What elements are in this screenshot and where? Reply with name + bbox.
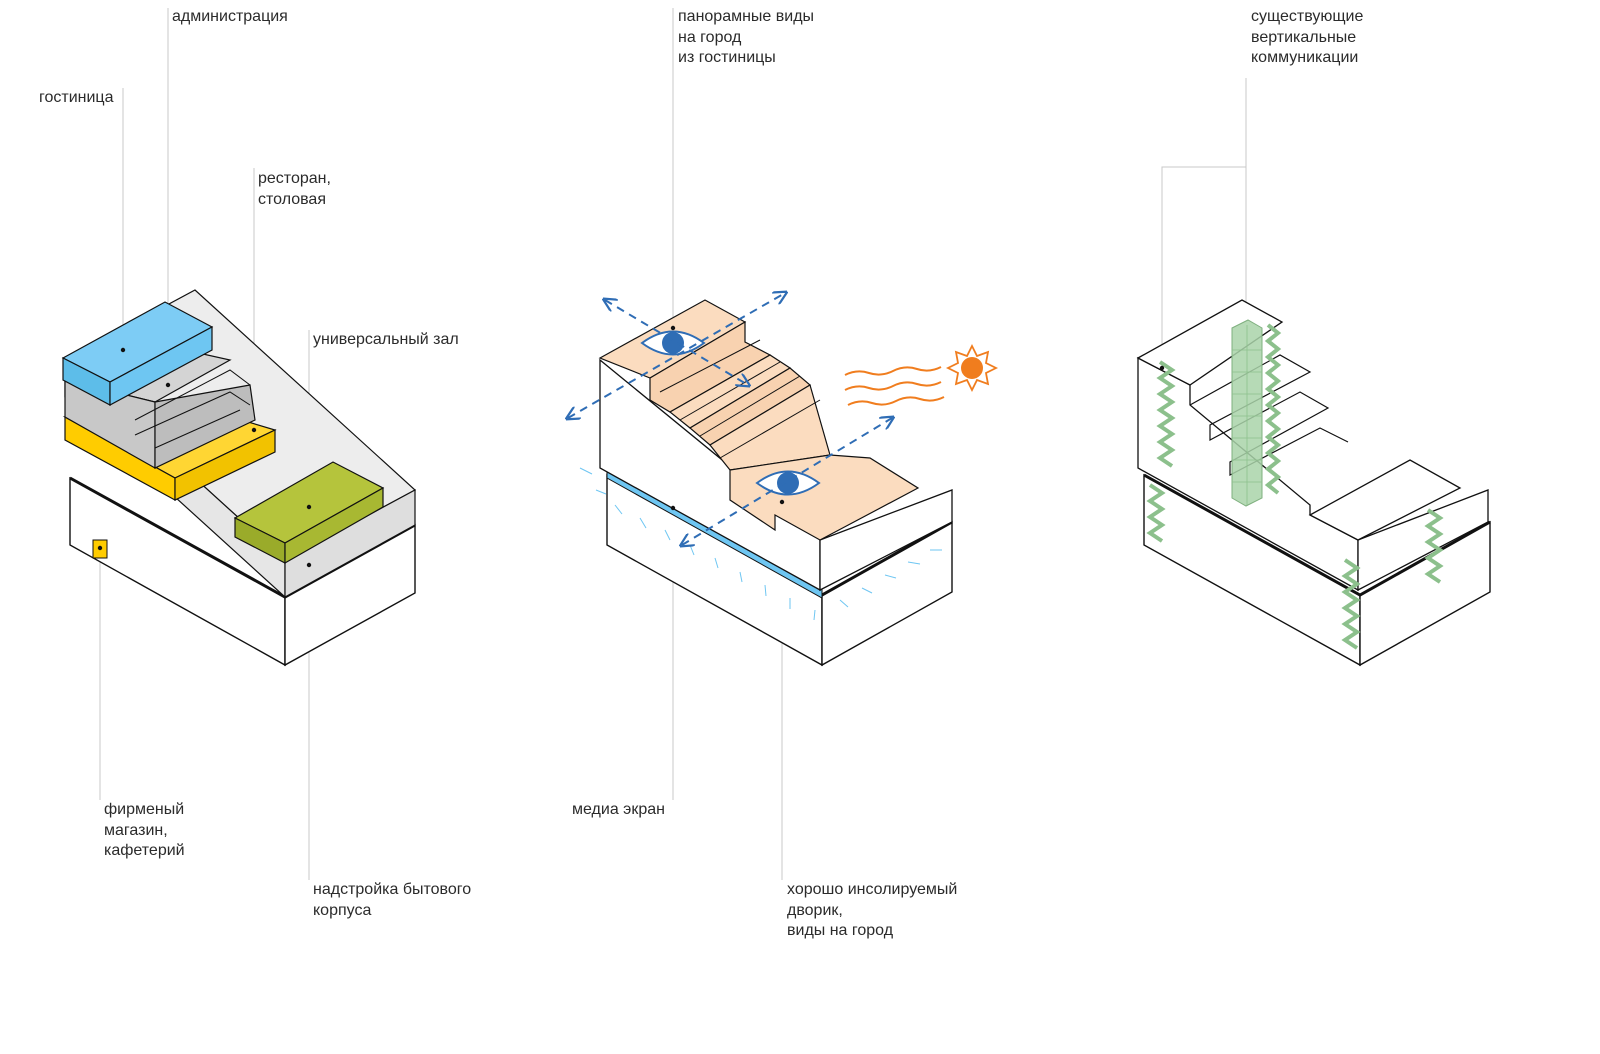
diagram-1-functions: [61, 8, 417, 880]
label-panoramic-views: панорамные виды на город из гостиницы: [678, 8, 815, 66]
anchor-dot: [1159, 365, 1165, 371]
label-administration: администрация: [172, 8, 288, 25]
sun-rays: [844, 366, 945, 406]
label-shop: фирменый магазин, кафетерий: [104, 801, 185, 859]
stair-run-front: [1341, 558, 1361, 650]
stair-run-core: [1264, 323, 1282, 495]
label-media-screen: медиа экран: [572, 801, 665, 818]
anchor-dots-2: [670, 325, 785, 511]
screen-glow: [579, 467, 942, 621]
anchor-dots-1: [97, 347, 312, 568]
label-superstructure: надстройка бытового корпуса: [313, 881, 472, 919]
base-block-3: [1143, 473, 1491, 667]
label-courtyard: хорошо инсолируемый дворик, виды на горо…: [787, 881, 958, 939]
diagram-3-communications: [1136, 78, 1491, 667]
sun-icon: [945, 343, 999, 393]
hotel-block: [61, 301, 214, 407]
leader-lines-3: [1161, 78, 1247, 368]
diagram-2-views: [568, 8, 999, 880]
vertical-core: [1231, 319, 1263, 507]
label-hall: универсальный зал: [313, 331, 459, 348]
label-restaurant: ресторан, столовая: [258, 170, 331, 208]
hall-block: [233, 461, 385, 565]
label-hotel: гостиница: [39, 89, 114, 106]
stair-run-left: [1146, 360, 1176, 543]
label-vertical-communications: существующие вертикальные коммуникации: [1251, 8, 1364, 66]
stair-run-right: [1424, 508, 1444, 584]
